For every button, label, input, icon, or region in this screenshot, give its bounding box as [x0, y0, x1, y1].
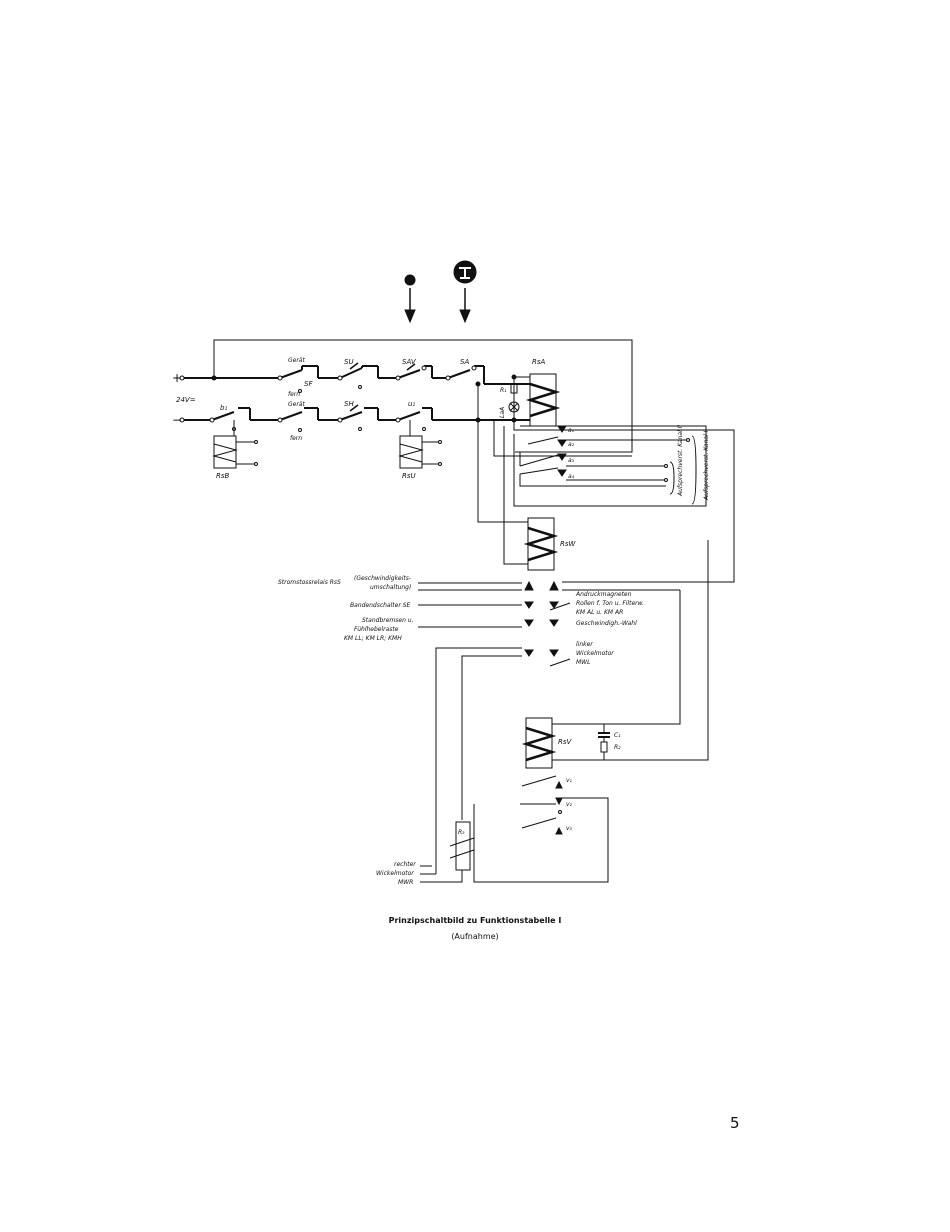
- relay-rsw: [523, 517, 559, 571]
- contact-a4: a₄: [568, 473, 575, 480]
- switch-sa: SA: [460, 358, 469, 366]
- channel-2-label: Aufsprechverst. Kanal II: [677, 425, 684, 497]
- contacts-middle: [418, 540, 709, 820]
- switch-u1: u₁: [408, 400, 415, 408]
- voltage-label: 24V=: [176, 396, 196, 404]
- contacts-a: [513, 425, 707, 507]
- switch-geraet-top: Gerät: [288, 357, 305, 364]
- contact-v3-label: v₃: [566, 825, 573, 832]
- label-se: Bandendschalter SE: [350, 602, 411, 609]
- label-brakes3: KM LL; KM LR; KMH: [344, 635, 402, 642]
- relay-rsa: [508, 373, 561, 427]
- relay-rsu-label: RsU: [402, 472, 416, 480]
- label-rss-note1: (Geschwindigkeits-: [354, 575, 411, 582]
- switch-sf: SF: [304, 380, 313, 388]
- relay-rsw-label: RsW: [560, 540, 577, 548]
- switch-b1: b₁: [220, 404, 227, 412]
- relay-rsu: [398, 420, 442, 469]
- switch-fern-bottom: fern: [290, 435, 302, 442]
- resistor-r1-label: R₁: [500, 387, 507, 394]
- contact-v1-label: v₁: [566, 777, 573, 784]
- plus-label: +: [172, 371, 182, 385]
- relay-rsb: [212, 420, 258, 469]
- label-linker3: MWL: [576, 659, 590, 666]
- label-rss: Stromstossrelais RsS: [278, 579, 341, 586]
- lamp-laa-label: LaA: [499, 407, 506, 418]
- label-andruck1: Andruckmagneten: [575, 591, 632, 598]
- contact-a1: a₁: [568, 427, 575, 434]
- channel-1-label: Aufsprechverst. Kanal I: [703, 430, 710, 501]
- caption-subtitle: (Aufnahme): [451, 932, 499, 941]
- resistor-r3: [420, 780, 475, 883]
- switch-geraet-bottom: Gerät: [288, 401, 305, 408]
- minus-label: −: [172, 413, 182, 427]
- contacts-v: [473, 775, 609, 883]
- label-geschw: Geschwindigh.-Wahl: [576, 620, 637, 627]
- contact-a2: a₂: [568, 441, 575, 448]
- resistor-r3-label: R₃: [458, 829, 465, 836]
- label-brakes1: Standbremsen u.: [362, 617, 414, 624]
- label-andruck3: KM AL u. KM AR: [576, 609, 623, 616]
- stop-button-icon: [404, 274, 416, 324]
- label-brakes2: Fühlhebelraste: [354, 626, 399, 633]
- label-andruck2: Rollen f. Ton u. Filterw.: [576, 600, 644, 607]
- capacitor-c1-label: C₁: [614, 732, 621, 739]
- resistor-r2-label: R₂: [614, 744, 621, 751]
- switch-sav: SAV: [402, 358, 417, 366]
- label-rss-note2: umschaltung): [370, 584, 411, 591]
- page-number: 5: [730, 1114, 740, 1132]
- switch-fern-top: fern: [288, 391, 300, 398]
- switch-su: SU: [344, 358, 354, 366]
- minus-rail: [180, 407, 530, 421]
- plus-rail: [180, 365, 530, 385]
- label-mwr: MWR: [398, 879, 413, 886]
- contact-a3: a₃: [568, 457, 575, 464]
- relay-rsa-label: RsA: [532, 358, 546, 366]
- record-button-icon: [453, 260, 477, 324]
- label-linker1: linker: [576, 641, 593, 648]
- label-rechter: rechter: [394, 861, 416, 868]
- label-linker2: Wickelmotor: [576, 650, 614, 657]
- relay-rsb-label: RsB: [216, 472, 230, 480]
- relay-rsv: [521, 717, 612, 769]
- relay-rsv-label: RsV: [558, 738, 573, 746]
- top-feedback-wire: [213, 339, 633, 453]
- caption-title: Prinzipschaltbild zu Funktionstabelle I: [388, 916, 562, 925]
- contact-v2-label: v₂: [566, 801, 573, 808]
- label-wickelmotor: Wickelmotor: [376, 870, 414, 877]
- switch-sh: SH: [344, 400, 354, 408]
